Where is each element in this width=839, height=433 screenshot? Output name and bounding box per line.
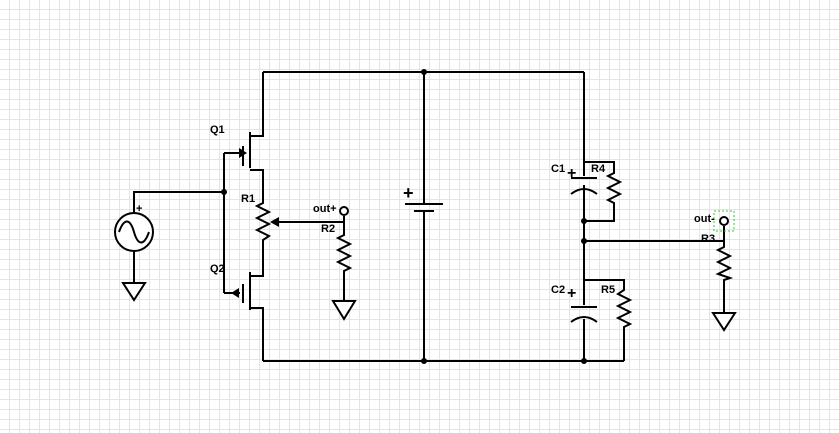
junction-dot bbox=[581, 238, 587, 244]
wire-q1-source[interactable] bbox=[250, 169, 264, 200]
wire-source-to-gate[interactable] bbox=[133, 191, 224, 212]
battery[interactable]: + bbox=[403, 183, 443, 212]
ground-icon[interactable] bbox=[331, 300, 357, 321]
resistor-r4[interactable]: R4 bbox=[591, 163, 623, 205]
capacitor-c2[interactable]: C2 + bbox=[551, 284, 598, 323]
r4-zigzag bbox=[605, 170, 623, 205]
potentiometer-r1[interactable]: R1 bbox=[241, 193, 279, 243]
c2-plus: + bbox=[567, 285, 576, 302]
output-minus-terminal-icon[interactable] bbox=[719, 216, 729, 226]
battery-plus: + bbox=[403, 183, 414, 203]
junction-dot bbox=[581, 358, 587, 364]
r4-label: R4 bbox=[591, 163, 606, 175]
selection-box bbox=[713, 210, 735, 232]
r3-label: R3 bbox=[701, 233, 715, 245]
wire-q1-drain[interactable] bbox=[250, 72, 264, 137]
wire-q2-source[interactable] bbox=[250, 307, 264, 361]
c2-label: C2 bbox=[551, 284, 565, 296]
q1-label: Q1 bbox=[210, 124, 225, 136]
wire-q2-drain[interactable] bbox=[250, 243, 264, 277]
r1-zigzag bbox=[254, 200, 272, 243]
q2-label: Q2 bbox=[210, 263, 225, 275]
wire-r5-top[interactable] bbox=[584, 279, 625, 286]
junctions bbox=[221, 69, 587, 364]
r2-zigzag bbox=[335, 232, 353, 274]
c1-plus: + bbox=[567, 165, 576, 182]
wire-r4-top[interactable] bbox=[584, 161, 615, 170]
output-plus-terminal-icon[interactable] bbox=[339, 206, 349, 216]
c2-plate-curved bbox=[570, 316, 598, 323]
ac-source-plus: + bbox=[136, 203, 142, 215]
resistor-r2[interactable]: R2 bbox=[321, 223, 353, 274]
capacitor-c1[interactable]: C1 + bbox=[551, 163, 598, 195]
output-minus[interactable]: out- bbox=[694, 210, 735, 232]
r5-label: R5 bbox=[601, 284, 615, 296]
q2-arrow-icon bbox=[231, 288, 239, 298]
transistor-q1[interactable]: Q1 bbox=[210, 124, 251, 168]
output-plus[interactable]: out+ bbox=[313, 203, 349, 216]
ground-icon[interactable] bbox=[121, 282, 147, 302]
resistor-r3[interactable]: R3 bbox=[701, 233, 734, 282]
out-plus-label: out+ bbox=[313, 203, 337, 215]
q1-arrow-icon bbox=[239, 148, 247, 158]
resistor-r5[interactable]: R5 bbox=[601, 284, 633, 330]
out-minus-label: out- bbox=[694, 213, 715, 225]
wires bbox=[133, 71, 725, 362]
r3-zigzag bbox=[715, 244, 734, 282]
r1-label: R1 bbox=[241, 193, 255, 205]
ac-source[interactable]: + bbox=[114, 203, 154, 252]
junction-dot bbox=[421, 358, 427, 364]
junction-dot bbox=[221, 189, 227, 195]
c1-label: C1 bbox=[551, 163, 565, 175]
ground-icon[interactable] bbox=[711, 312, 737, 332]
junction-dot bbox=[421, 69, 427, 75]
junction-dot bbox=[581, 218, 587, 224]
r2-label: R2 bbox=[321, 223, 335, 235]
r1-wiper-arrow-icon bbox=[270, 217, 279, 227]
transistor-q2[interactable]: Q2 bbox=[210, 263, 251, 310]
r5-zigzag bbox=[615, 286, 633, 330]
wire-r4-bottom[interactable] bbox=[584, 205, 615, 222]
sine-wave-icon bbox=[118, 220, 150, 244]
